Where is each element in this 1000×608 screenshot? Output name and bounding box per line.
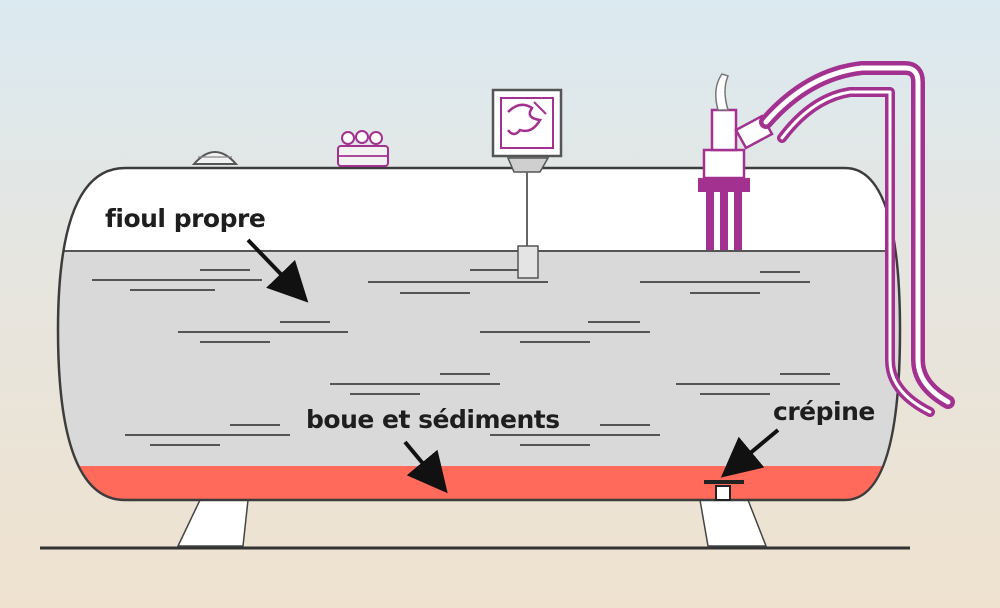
fuel-ripples <box>92 269 840 446</box>
air-space <box>58 168 900 250</box>
label-strainer: crépine <box>773 397 875 426</box>
sludge-arrow <box>403 440 448 494</box>
label-clean-fuel: fioul propre <box>105 204 265 233</box>
strainer-arrow <box>720 428 780 478</box>
strainer-icon <box>704 480 744 501</box>
clean-fuel-arrow <box>246 238 309 303</box>
clean-fuel-zone <box>58 250 900 468</box>
tank-contents <box>58 168 900 500</box>
vent-cap-icon <box>191 151 239 165</box>
manhole-cover-icon <box>337 130 389 167</box>
tank-support-left <box>176 499 249 547</box>
filler-pipe-icon <box>698 61 955 417</box>
level-gauge-icon <box>491 88 563 279</box>
tank-support-right <box>699 499 768 547</box>
label-sludge: boue et sédiments <box>306 405 560 434</box>
